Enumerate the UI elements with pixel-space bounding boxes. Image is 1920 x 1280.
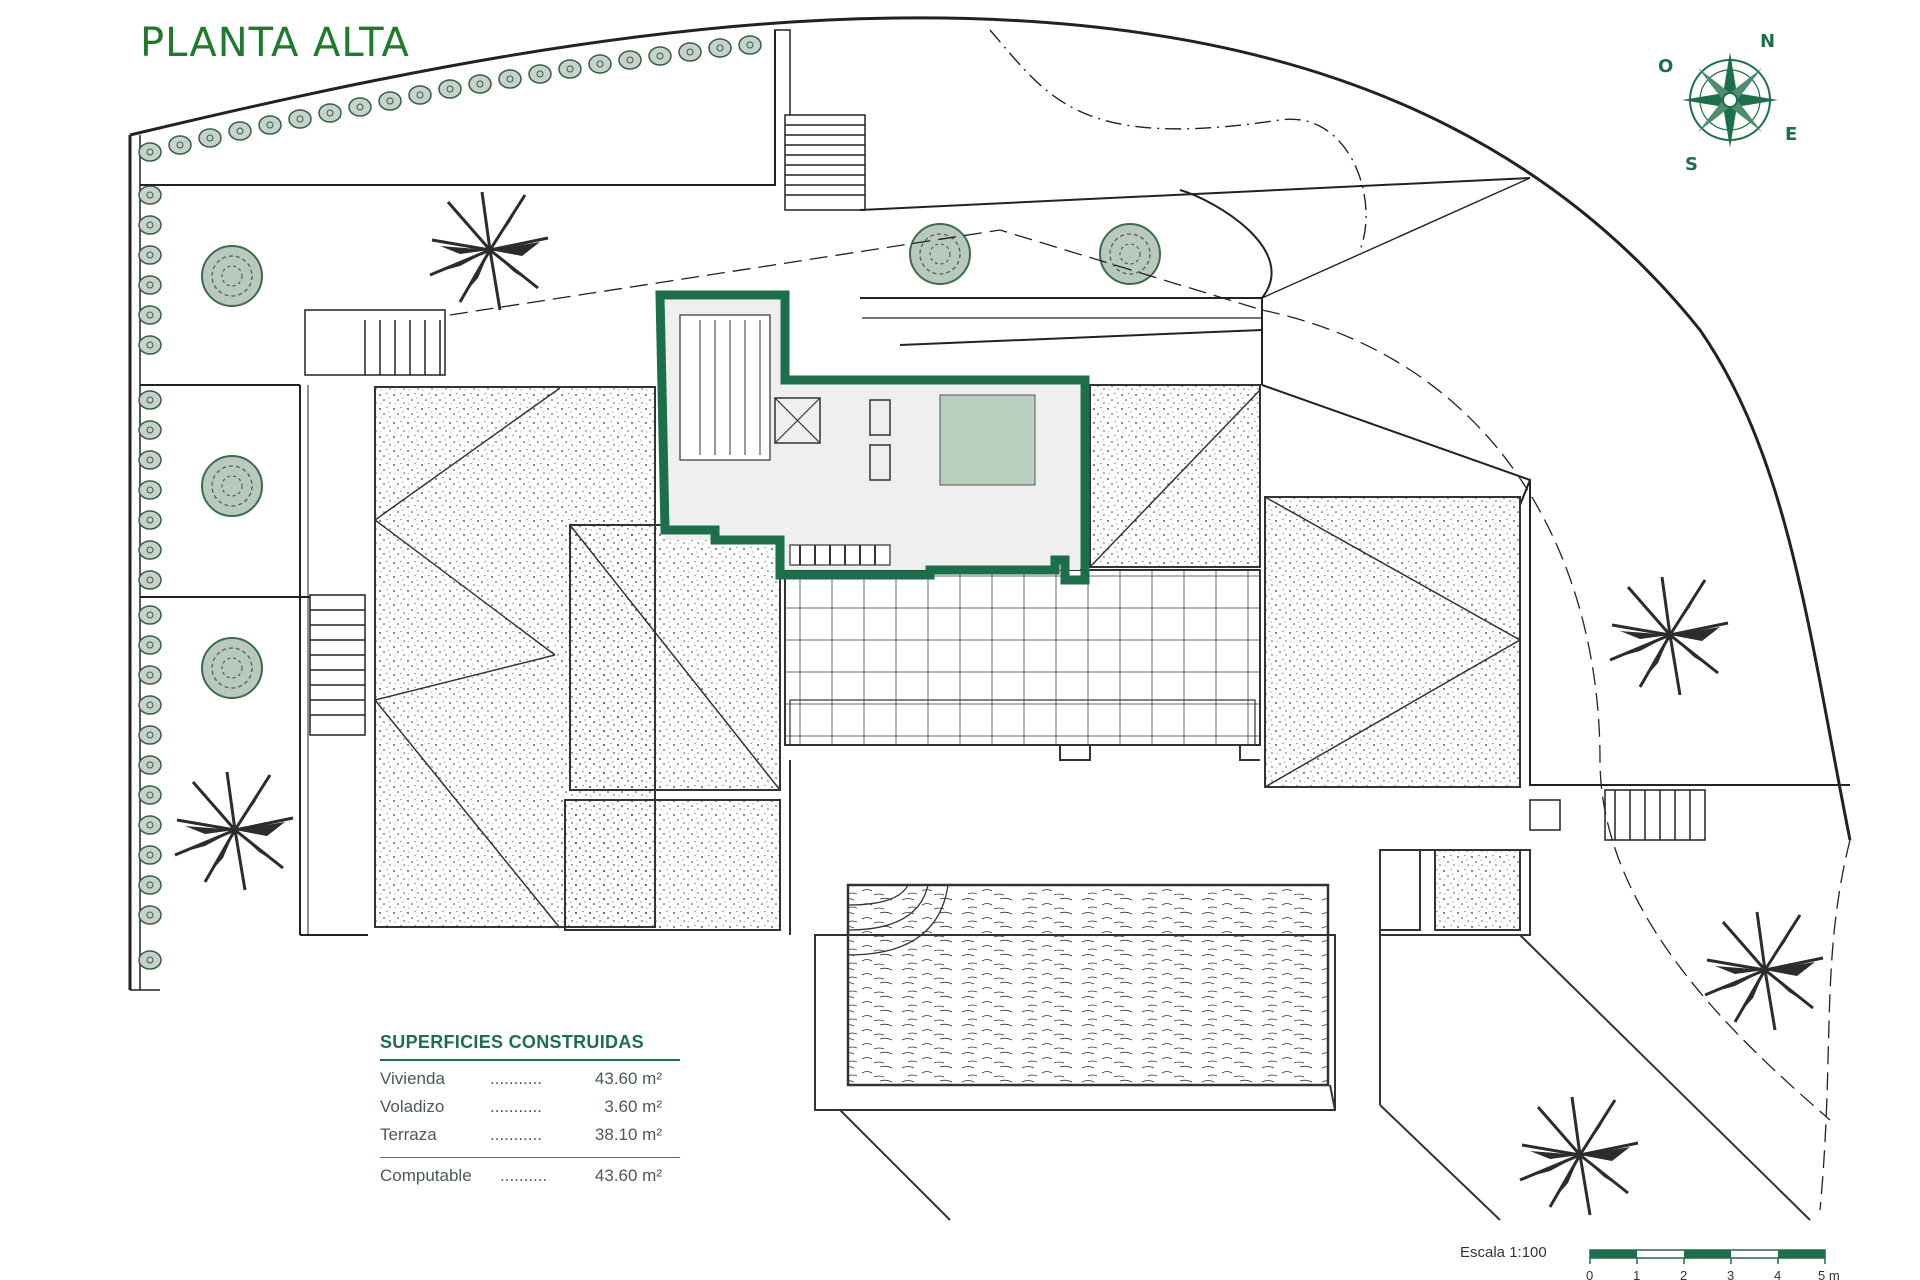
area-label: Terraza [380, 1125, 437, 1144]
area-value: 43.60 m² [594, 1069, 662, 1088]
built-areas-title: SUPERFICIES CONSTRUIDAS [380, 1032, 680, 1061]
area-divider [380, 1157, 680, 1158]
area-dots: ........... [490, 1125, 542, 1144]
area-total-dots: .......... [500, 1166, 548, 1185]
area-row: Voladizo ........... 3.60 m² [380, 1097, 680, 1117]
scale-tick-2: 2 [1680, 1268, 1687, 1280]
area-row: Terraza ........... 38.10 m² [380, 1125, 680, 1145]
garden-terraces [140, 29, 791, 936]
stairs [304, 114, 1706, 841]
area-total-label: Computable [380, 1166, 472, 1185]
scale-bar [1589, 1249, 1826, 1264]
plan-title: PLANTA ALTA [140, 20, 410, 66]
scale-tick-3: 3 [1727, 1268, 1734, 1280]
compass-west: O [1658, 56, 1673, 77]
swimming-pool [789, 760, 1811, 1221]
scale-tick-1: 1 [1633, 1268, 1640, 1280]
compass-north: N [1760, 31, 1775, 52]
hedge-top [138, 35, 762, 162]
area-value: 3.60 m² [604, 1097, 662, 1116]
built-areas-table: SUPERFICIES CONSTRUIDAS Vivienda .......… [380, 1032, 680, 1186]
area-total-value: 43.60 m² [594, 1166, 662, 1185]
site-boundary [128, 16, 1852, 991]
area-label: Voladizo [380, 1097, 445, 1116]
scale-tick-4: 4 [1774, 1268, 1781, 1280]
upper-floor [655, 290, 1090, 585]
scale-label: Escala 1:100 [1460, 1244, 1547, 1261]
compass-rose [1682, 52, 1778, 148]
area-total-row: Computable .......... 43.60 m² [380, 1166, 680, 1186]
area-dots: ........... [490, 1097, 542, 1116]
compass-east: E [1785, 124, 1797, 145]
area-row: Vivienda ........... 43.60 m² [380, 1069, 680, 1089]
scale-tick-0: 0 [1586, 1268, 1593, 1280]
compass-south: S [1685, 154, 1698, 175]
roof-gravel [374, 384, 1522, 931]
area-dots: ........... [490, 1069, 542, 1088]
upper-terrace [449, 29, 1851, 1211]
scale-tick-5: 5 m [1818, 1268, 1840, 1280]
tiled-terrace [784, 569, 1261, 761]
area-value: 38.10 m² [594, 1125, 662, 1144]
hedge-left [138, 185, 162, 970]
area-label: Vivienda [380, 1069, 445, 1088]
